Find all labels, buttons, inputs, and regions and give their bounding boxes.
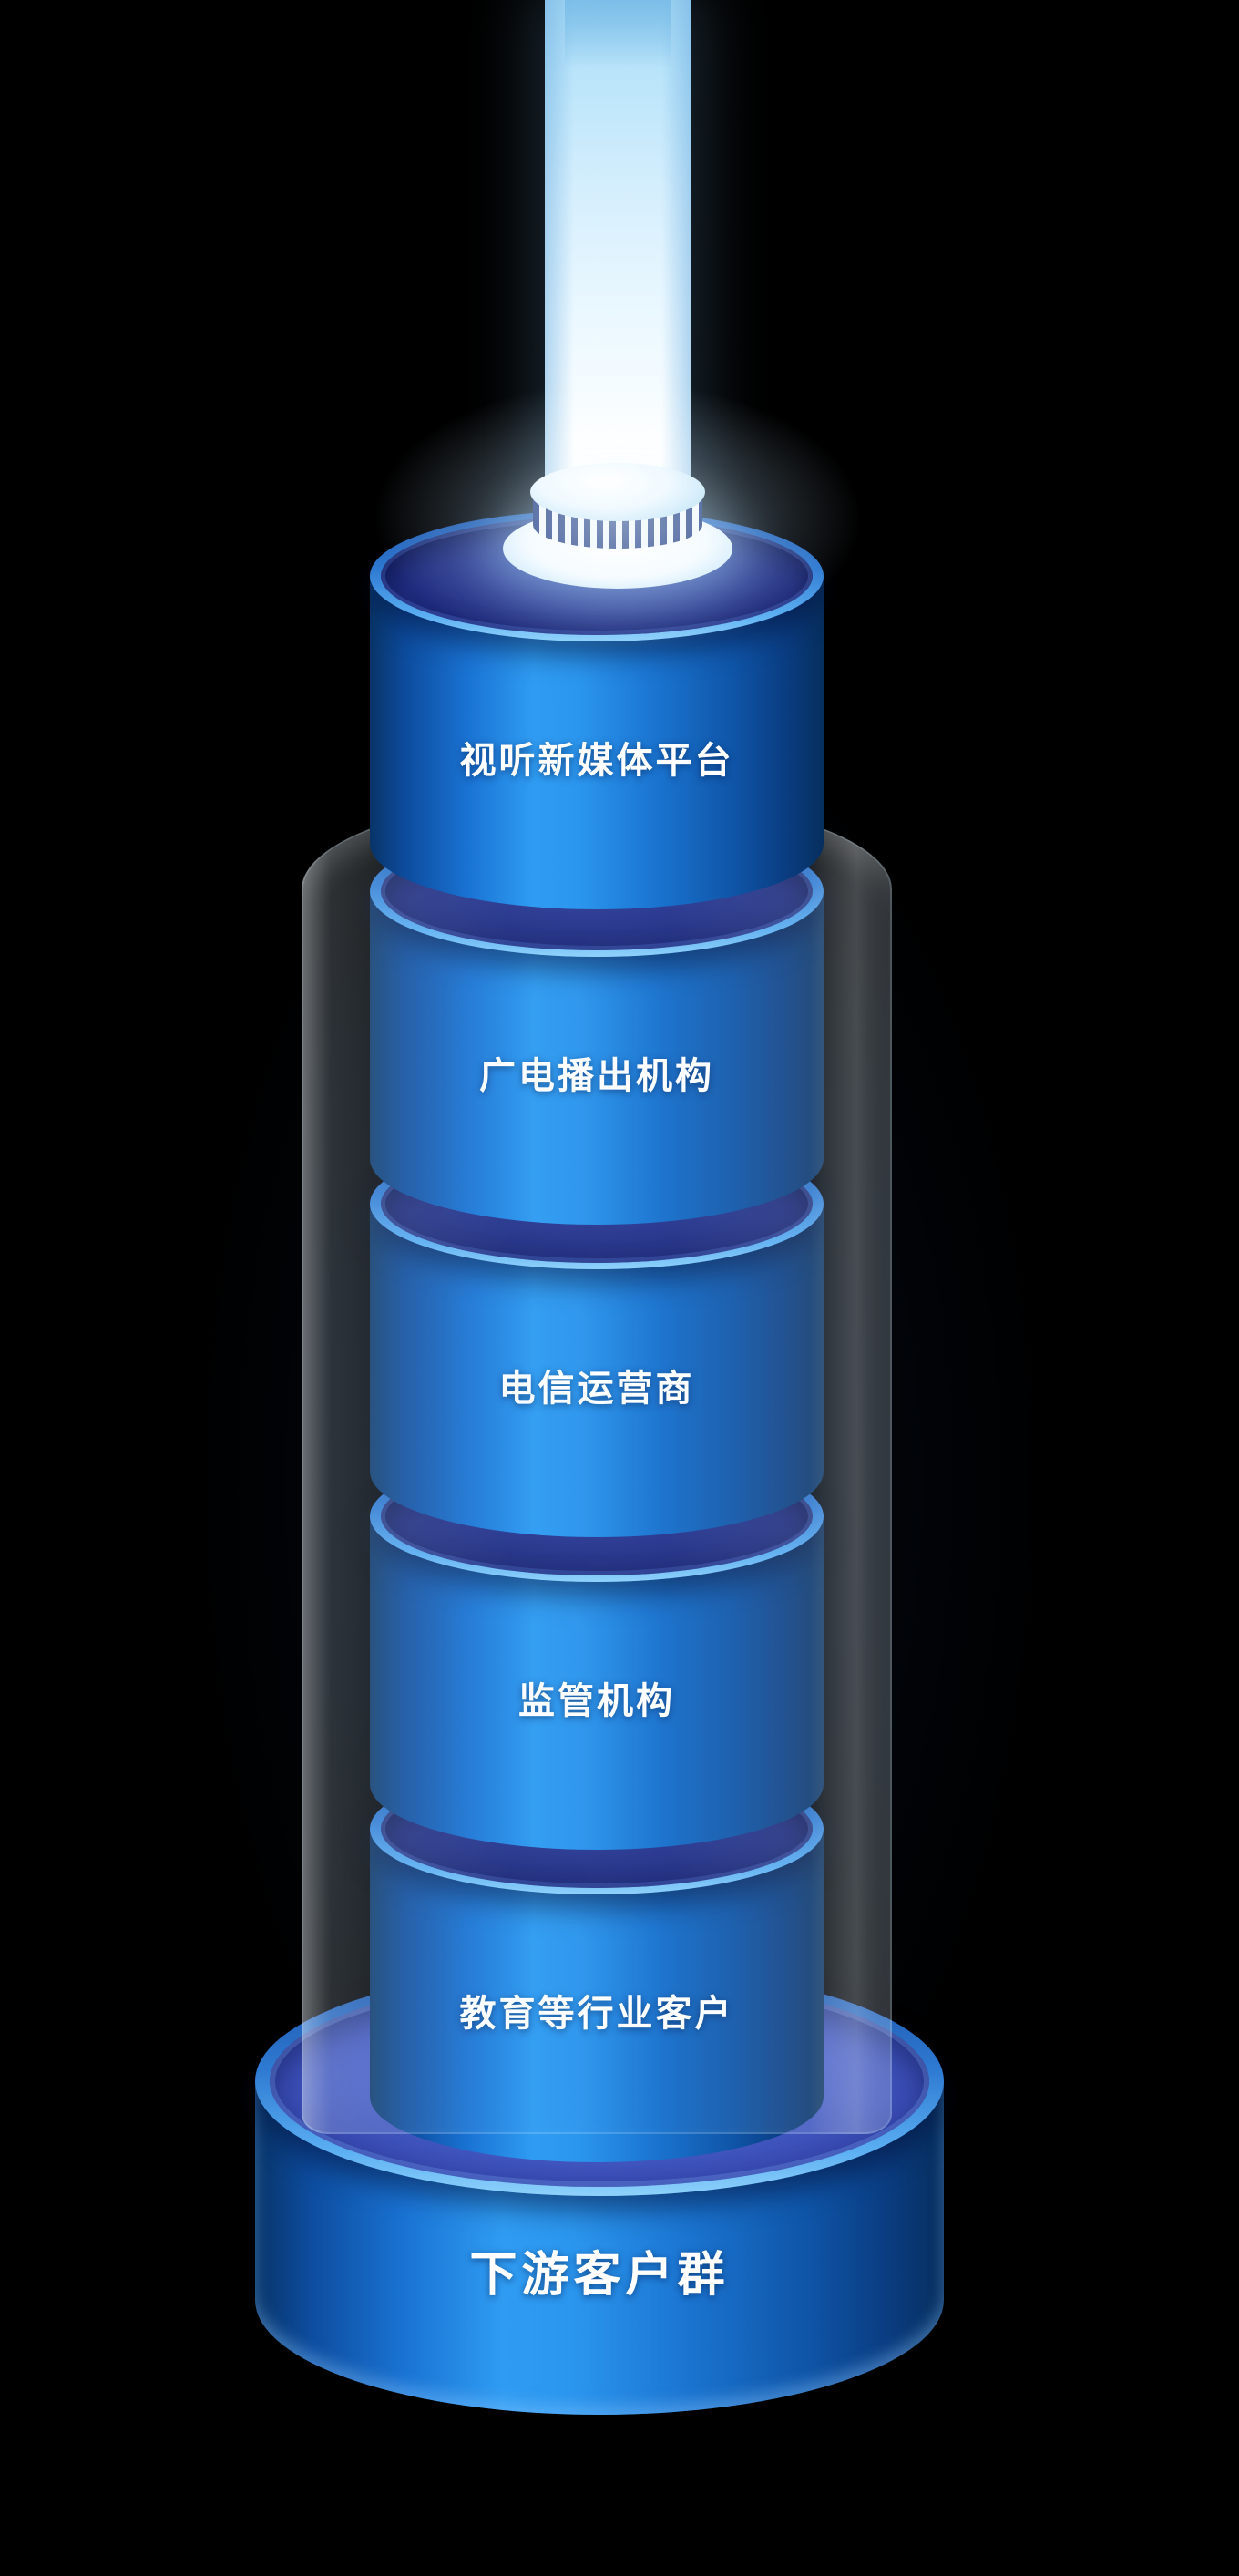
- glass-tube: [302, 795, 892, 2134]
- segment-label: 教育等行业客户: [370, 1984, 824, 2037]
- light-beam-top: [565, 0, 671, 67]
- base-label: 下游客户群: [469, 2249, 730, 2302]
- segment-label: 电信运营商: [370, 1359, 824, 1411]
- cap-top: [530, 463, 705, 521]
- segment-label: 视听新媒体平台: [459, 741, 734, 781]
- light-beam: [545, 0, 691, 512]
- segment-label: 监管机构: [370, 1671, 824, 1724]
- segment-label: 广电播出机构: [370, 1046, 824, 1099]
